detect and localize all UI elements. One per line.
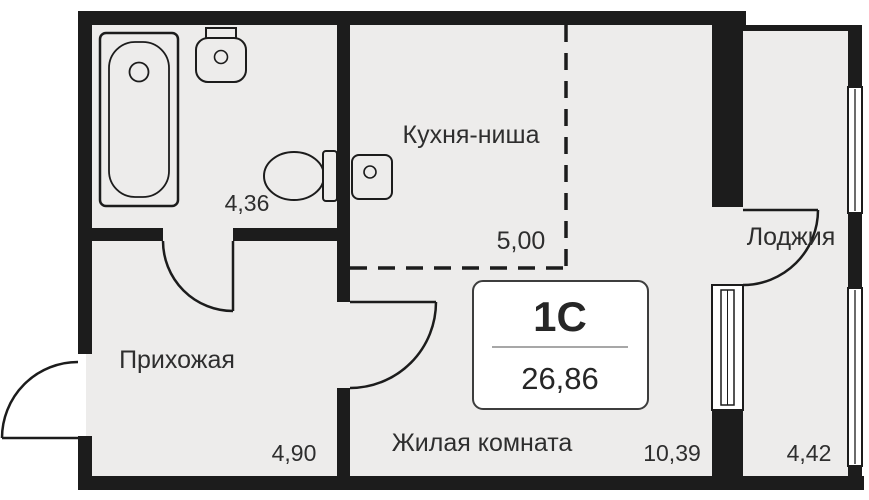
room-label-living: Жилая комната [392, 429, 573, 457]
unit-type-label: 1С [533, 293, 587, 340]
loggia-window-icon [847, 86, 863, 467]
room-area-kitchen: 5,00 [497, 227, 546, 255]
living-room-door-icon [349, 300, 438, 390]
toilet-icon [263, 150, 338, 202]
bathtub-icon [98, 31, 180, 208]
room-label-loggia: Лоджия [747, 223, 836, 251]
kitchen-sink-icon [351, 154, 393, 200]
room-area-loggia: 4,42 [787, 440, 832, 466]
kitchen-niche-boundary [350, 25, 568, 270]
room-label-hallway: Прихожая [119, 346, 235, 374]
walls [78, 11, 864, 490]
room-area-bathroom: 4,36 [225, 190, 270, 216]
room-area-hallway: 4,90 [272, 440, 317, 466]
unit-total-area: 26,86 [521, 361, 599, 396]
room-area-living: 10,39 [643, 440, 701, 466]
balcony-block-icon [711, 284, 744, 411]
bathroom-door-icon [161, 240, 235, 313]
loggia-door-icon [742, 208, 820, 287]
entry-door-icon [0, 360, 79, 440]
floor-area [86, 20, 858, 480]
unit-info-card: 1С 26,86 [472, 280, 649, 410]
washbasin-icon [195, 27, 247, 83]
doors [0, 208, 820, 440]
room-label-kitchen: Кухня-ниша [403, 121, 540, 149]
